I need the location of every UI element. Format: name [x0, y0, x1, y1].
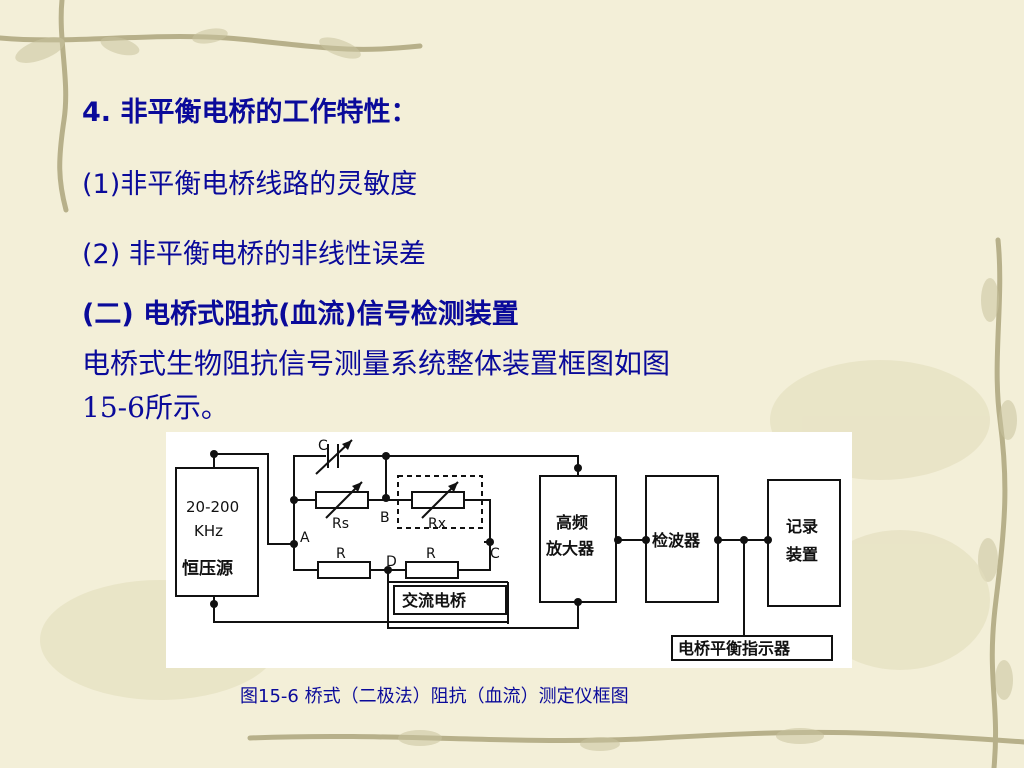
source-top-wire [213, 453, 296, 545]
paragraph-line-1: 电桥式生物阻抗信号测量系统整体装置框图如图 [82, 347, 671, 380]
source-freq-label: 20-200 [186, 498, 239, 516]
bridge-name-label: 交流电桥 [402, 591, 467, 610]
node-d-label: D [386, 554, 397, 570]
amplifier-label-2: 放大器 [545, 539, 595, 558]
resistor-r-right [405, 561, 459, 579]
resistor-r-left [317, 561, 371, 579]
section-heading: 4. 非平衡电桥的工作特性： [82, 97, 418, 128]
node-b-label: B [380, 510, 390, 526]
bridge-label-box [393, 585, 507, 615]
resistor-rx [411, 491, 465, 509]
subsection-nonlinearity: (2) 非平衡电桥的非线性误差 [82, 239, 426, 270]
capacitor-label: C [318, 438, 328, 454]
source-box [175, 467, 259, 597]
recorder-label-1: 记录 [786, 517, 818, 536]
amplifier-label-1: 高频 [556, 513, 588, 532]
subsection-sensitivity: (1)非平衡电桥线路的灵敏度 [82, 169, 418, 200]
indicator-label: 电桥平衡指示器 [678, 639, 791, 658]
rs-label: Rs [332, 516, 349, 532]
source-name-label: 恒压源 [182, 558, 233, 579]
r-left-label: R [336, 546, 346, 562]
section-heading-device: (二) 电桥式阻抗(血流)信号检测装置 [82, 299, 519, 330]
rx-dashed-box [397, 475, 483, 529]
figure-caption: 图15-6 桥式（二极法）阻抗（血流）测定仪框图 [240, 686, 629, 707]
recorder-box [767, 479, 841, 607]
r-right-label: R [426, 546, 436, 562]
node-a-label: A [300, 530, 310, 546]
source-unit-label: KHz [194, 522, 223, 540]
node-c-label: C [490, 546, 500, 562]
circuit-block-diagram: 20-200 KHz 恒压源 C Rs Rx R R A B C D 交流电桥 … [166, 432, 852, 668]
recorder-label-2: 装置 [785, 545, 818, 564]
detector-label: 检波器 [652, 531, 701, 550]
paragraph-line-2: 15-6所示。 [82, 391, 229, 424]
indicator-box [671, 635, 833, 661]
resistor-rs [315, 491, 369, 509]
rx-label: Rx [428, 516, 446, 532]
